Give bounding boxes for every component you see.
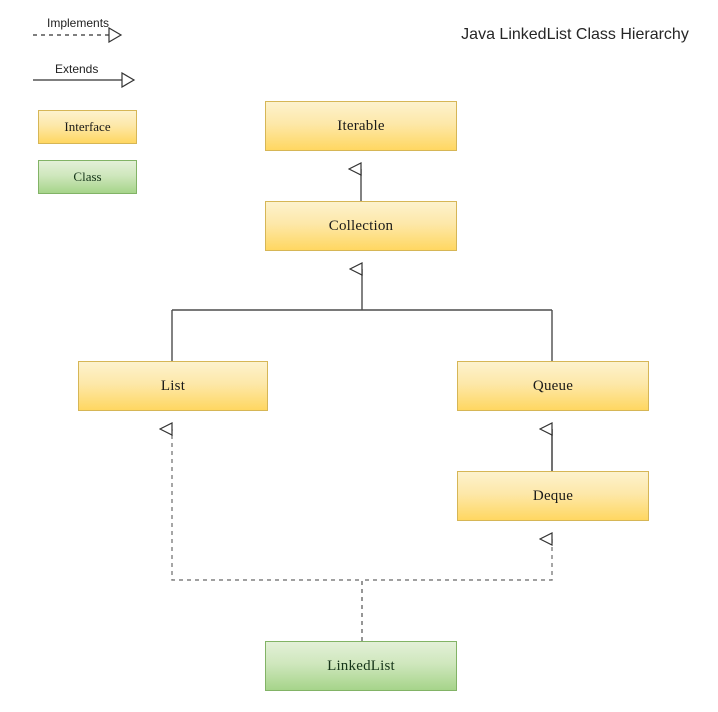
node-collection[interactable]: Collection: [265, 201, 457, 251]
legend-extends-label: Extends: [55, 62, 99, 76]
edge-linkedlist-to-list: [172, 429, 363, 641]
legend-interface-swatch: Interface: [38, 110, 137, 144]
legend-implements-label: Implements: [47, 16, 110, 30]
page-title: Java LinkedList Class Hierarchy: [461, 26, 689, 43]
node-deque[interactable]: Deque: [457, 471, 649, 521]
legend-class-swatch: Class: [38, 160, 137, 194]
edge-linkedlist-to-deque: [361, 539, 553, 641]
node-iterable[interactable]: Iterable: [265, 101, 457, 151]
node-list[interactable]: List: [78, 361, 268, 411]
node-queue[interactable]: Queue: [457, 361, 649, 411]
node-linkedlist[interactable]: LinkedList: [265, 641, 457, 691]
